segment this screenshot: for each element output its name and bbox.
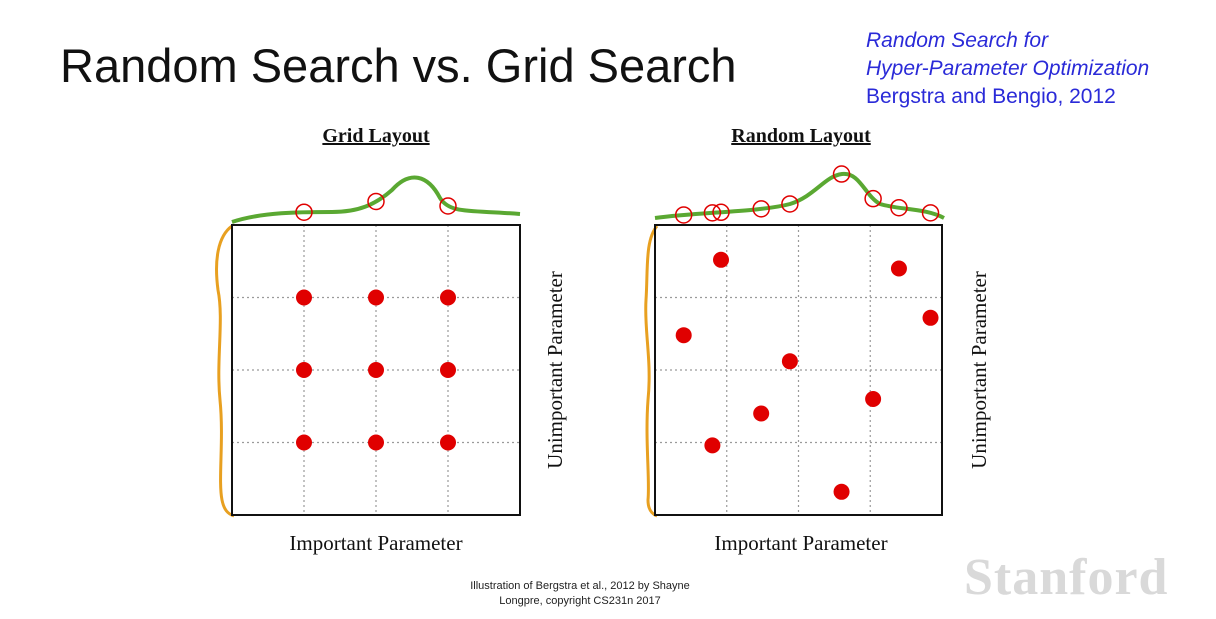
- random-sample-point: [713, 251, 730, 268]
- grid-layout-title: Grid Layout: [322, 125, 430, 147]
- random-projected-sample-marker: [864, 189, 882, 208]
- random-projected-sample-marker: [752, 200, 770, 218]
- reference-citation: Random Search for Hyper-Parameter Optimi…: [866, 27, 1149, 111]
- random-sample-point: [833, 483, 850, 500]
- random-sample-point: [675, 327, 692, 344]
- random-layout-panel: Random Layout Important Parameter Unimpo…: [644, 125, 991, 555]
- grid-projected-sample-marker: [295, 203, 313, 221]
- grid-sample-point: [368, 289, 384, 306]
- grid-layout-projections: [295, 192, 457, 221]
- random-layout-ylabel: Unimportant Parameter: [967, 271, 991, 469]
- grid-sample-point: [296, 434, 312, 451]
- grid-sample-point: [296, 362, 312, 378]
- slide-title: Random Search vs. Grid Search: [60, 39, 737, 92]
- random-sample-point: [865, 391, 882, 407]
- grid-sample-point: [440, 434, 456, 451]
- grid-layout-points: [296, 289, 456, 451]
- random-sample-point: [753, 405, 770, 422]
- random-projected-sample-marker: [712, 203, 730, 222]
- grid-layout-ylabel: Unimportant Parameter: [543, 271, 567, 469]
- random-projected-sample-marker: [674, 206, 693, 224]
- stanford-watermark: Stanford: [964, 549, 1169, 606]
- grid-sample-point: [368, 362, 384, 378]
- random-unimportant-distribution-curve: [644, 225, 659, 518]
- grid-projected-sample-marker: [439, 197, 457, 215]
- random-projected-sample-marker: [832, 165, 851, 183]
- reference-line-2: Hyper-Parameter Optimization: [866, 57, 1150, 80]
- random-sample-point: [890, 260, 907, 277]
- grid-layout-frame: [231, 224, 521, 516]
- random-important-distribution-curve: [654, 171, 945, 220]
- random-layout-gridlines: [655, 225, 942, 515]
- random-projected-sample-marker: [921, 204, 940, 222]
- grid-projected-sample-marker: [367, 192, 385, 211]
- random-layout-frame: [654, 224, 943, 516]
- random-projected-sample-marker: [781, 195, 799, 213]
- reference-line-3: Bergstra and Bengio, 2012: [866, 85, 1116, 108]
- random-layout-points: [675, 251, 939, 500]
- credit-line-2: Longpre, copyright CS231n 2017: [499, 595, 661, 607]
- reference-line-1: Random Search for: [866, 29, 1049, 52]
- grid-layout-xlabel: Important Parameter: [289, 531, 462, 555]
- grid-important-distribution-curve: [231, 175, 521, 224]
- grid-sample-point: [296, 289, 312, 306]
- random-layout-title: Random Layout: [731, 125, 871, 147]
- illustration-credit: Illustration of Bergstra et al., 2012 by…: [430, 579, 730, 609]
- grid-sample-point: [440, 362, 456, 378]
- random-sample-point: [704, 437, 721, 454]
- grid-sample-point: [368, 434, 384, 451]
- random-layout-xlabel: Important Parameter: [714, 531, 887, 555]
- random-layout-projections: [674, 165, 940, 224]
- random-projected-sample-marker: [703, 204, 722, 222]
- grid-layout-panel: Grid Layout Important Parameter Unimport…: [215, 125, 567, 555]
- random-sample-point: [781, 353, 798, 370]
- credit-line-1: Illustration of Bergstra et al., 2012 by…: [470, 580, 690, 592]
- random-projected-sample-marker: [890, 198, 908, 217]
- random-sample-point: [922, 309, 939, 326]
- grid-sample-point: [440, 289, 456, 306]
- grid-unimportant-distribution-curve: [215, 224, 235, 518]
